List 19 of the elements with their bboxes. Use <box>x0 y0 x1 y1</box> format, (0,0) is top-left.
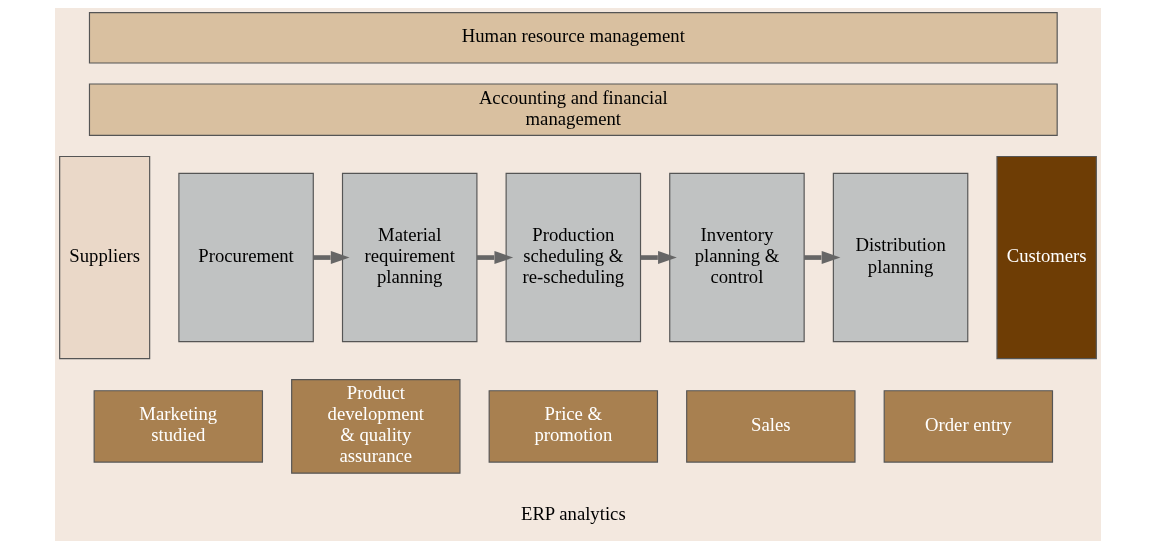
node-box: Distribution planning <box>832 172 968 343</box>
arrow <box>640 251 677 265</box>
arrow <box>803 251 840 265</box>
node-box: Marketing studied <box>93 390 263 463</box>
node-box: Product development & quality assurance <box>290 379 461 474</box>
node-box: Order entry <box>883 390 1053 463</box>
node-box: Price & promotion <box>488 390 658 463</box>
node-box: Production scheduling & re-scheduling <box>505 172 641 343</box>
node-box: Suppliers <box>58 155 150 360</box>
node-box: Sales <box>685 390 856 463</box>
node-box: Human resource management <box>88 12 1058 64</box>
node-box: Material requirement planning <box>341 172 477 343</box>
node-box: Inventory planning & control <box>668 172 805 343</box>
arrow <box>312 251 350 265</box>
label: ERP analytics <box>520 502 626 524</box>
node-box: Procurement <box>177 172 314 343</box>
node-box: Accounting and financial management <box>88 83 1058 136</box>
arrow <box>476 251 513 265</box>
node-box: Customers <box>995 155 1097 360</box>
